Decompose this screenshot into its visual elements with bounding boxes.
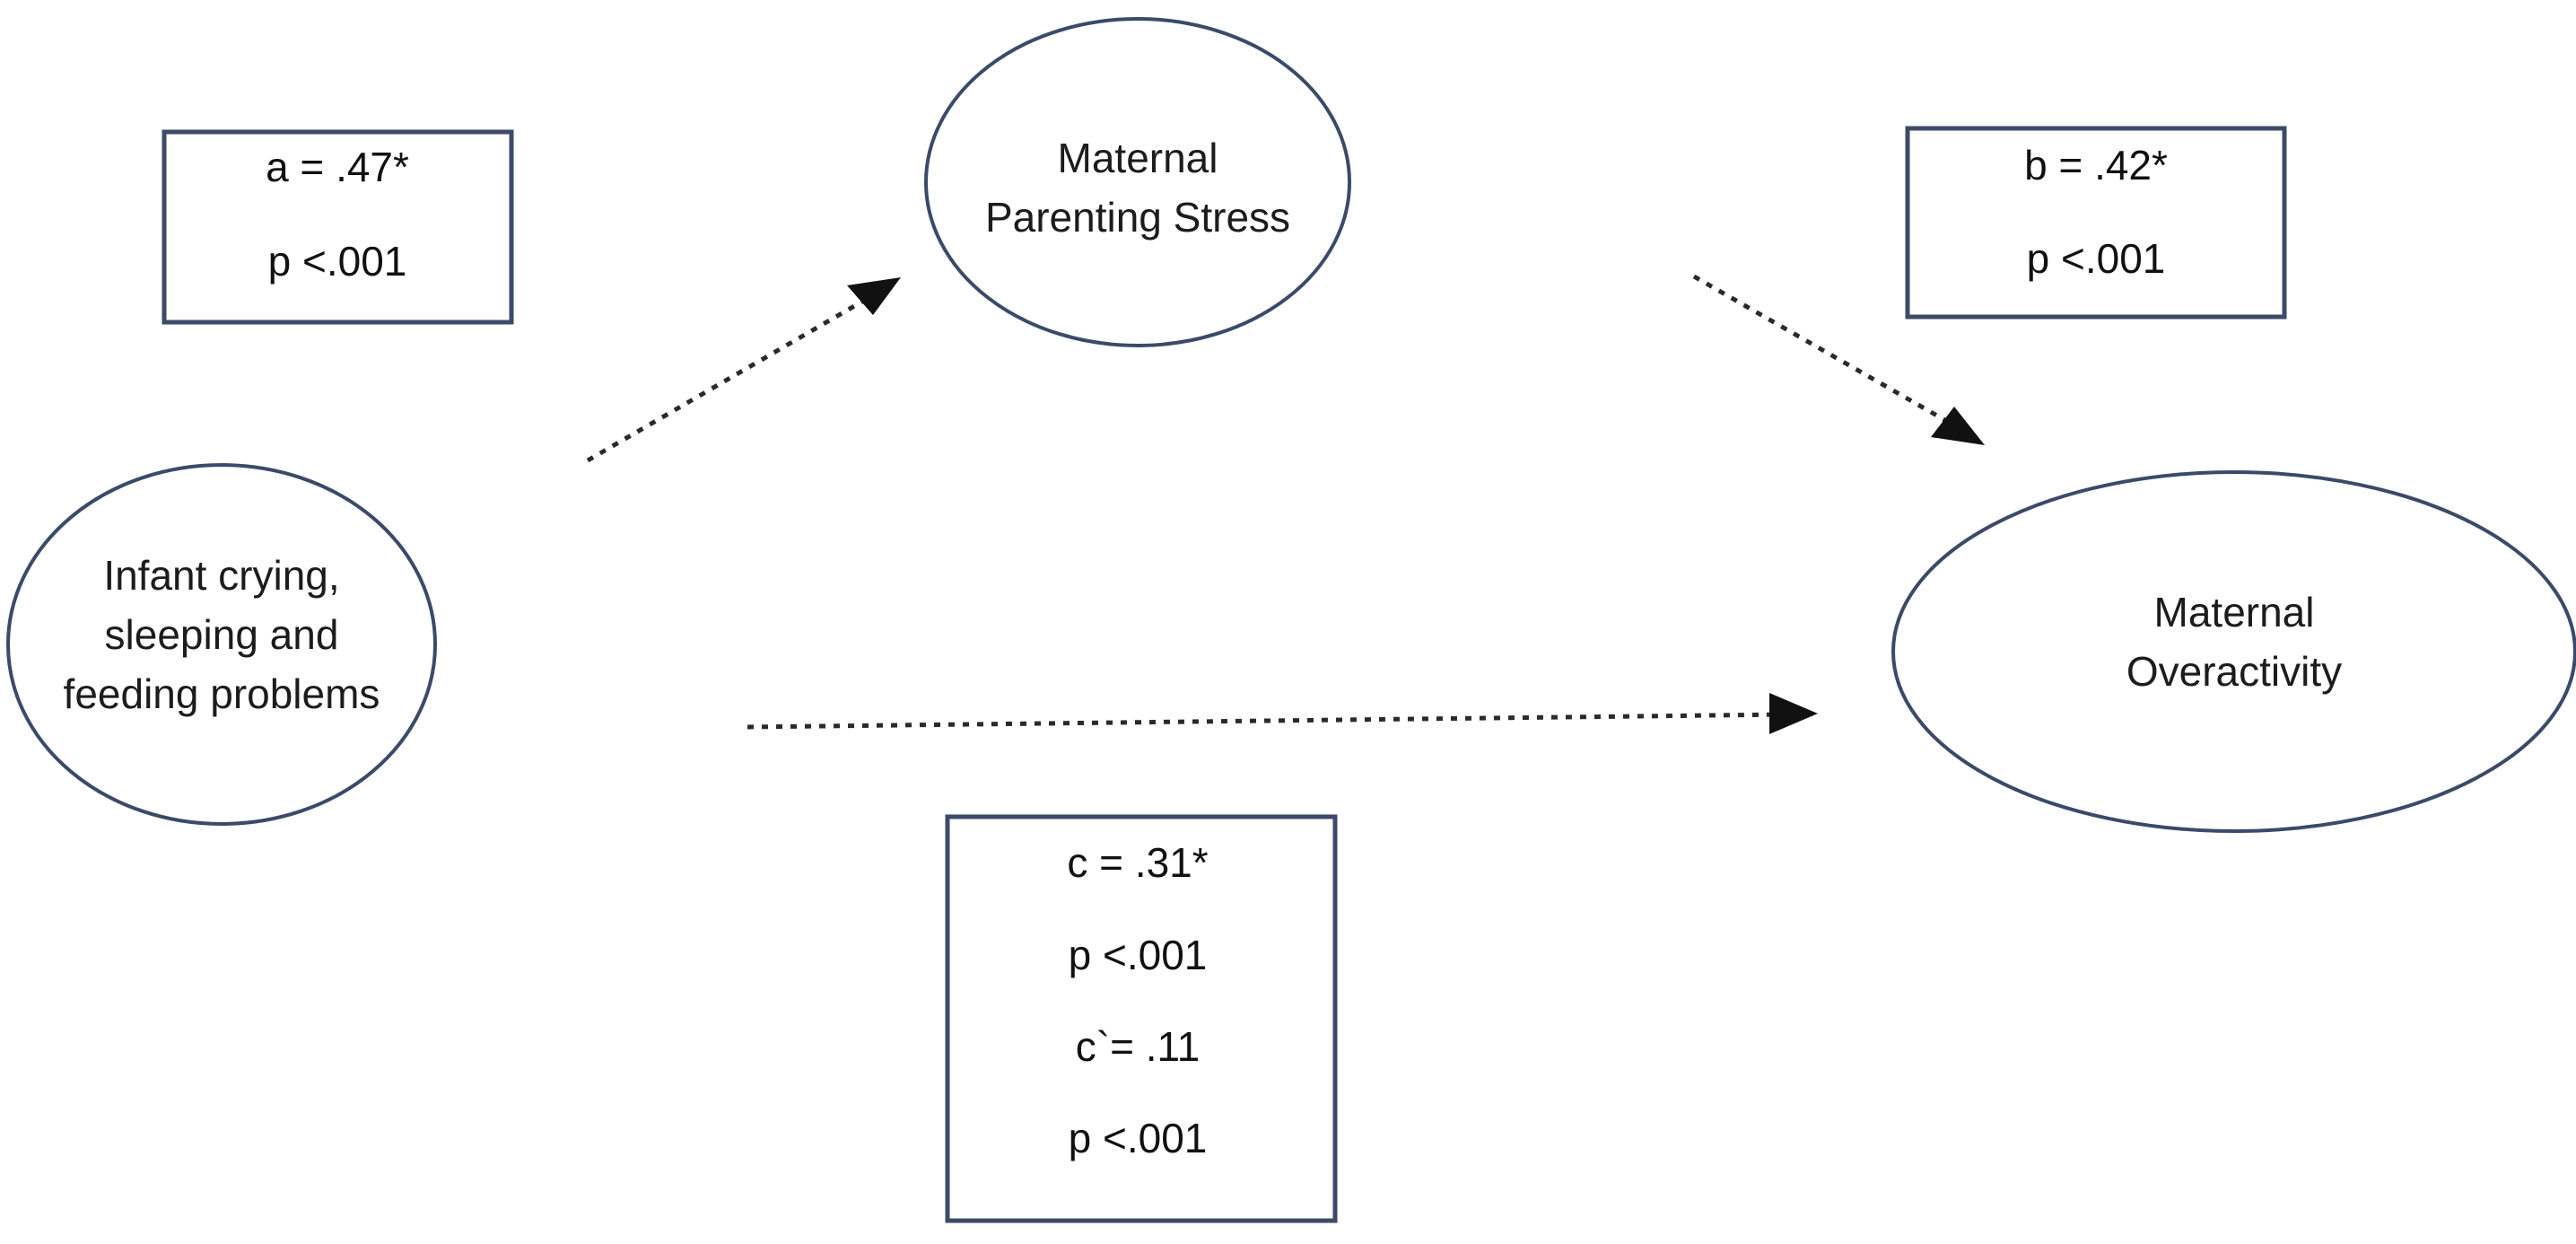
stat-box-path-b[interactable]: b = .42* p <.001 xyxy=(1905,126,2287,320)
stat-box-path-c-line-4: p <.001 xyxy=(1069,1115,1208,1161)
stat-box-path-b-frame xyxy=(1905,126,2287,320)
stat-box-path-a[interactable]: a = .47* p <.001 xyxy=(162,129,514,325)
stat-box-path-a-line-2: p <.001 xyxy=(268,238,407,285)
arrow-c-line xyxy=(747,712,1788,730)
node-mediator[interactable]: Maternal Parenting Stress xyxy=(924,17,1351,347)
node-predictor-line-1: Infant crying, xyxy=(103,552,339,599)
node-outcome-line-2: Overactivity xyxy=(2126,648,2342,695)
node-predictor-line-2: sleeping and xyxy=(105,611,339,658)
stat-box-path-a-frame xyxy=(162,129,514,325)
stat-box-path-b-line-1: b = .42* xyxy=(2024,142,2168,188)
node-predictor-shape xyxy=(6,463,437,826)
node-mediator-shape xyxy=(924,17,1351,347)
node-mediator-line-2: Parenting Stress xyxy=(985,194,1290,241)
stat-box-path-a-line-1: a = .47* xyxy=(266,144,409,190)
node-outcome[interactable]: Maternal Overactivity xyxy=(1891,470,2576,833)
stat-box-path-c-line-1: c = .31* xyxy=(1067,839,1208,886)
node-outcome-line-1: Maternal xyxy=(2154,589,2315,635)
stat-box-path-c[interactable]: c = .31* p <.001 c`= .11 p <.001 xyxy=(945,814,1338,1223)
arrow-a-head-icon xyxy=(847,277,901,315)
arrow-c-head-icon xyxy=(1769,693,1818,734)
arrow-b-head-icon xyxy=(1931,407,1985,445)
arrow-b xyxy=(1692,274,1985,445)
arrow-a xyxy=(586,277,901,463)
stat-box-path-b-line-2: p <.001 xyxy=(2027,235,2166,282)
stat-box-path-c-frame xyxy=(945,814,1338,1223)
stat-box-path-c-line-2: p <.001 xyxy=(1069,932,1208,978)
node-predictor[interactable]: Infant crying, sleeping and feeding prob… xyxy=(6,463,437,826)
stat-box-path-c-line-3: c`= .11 xyxy=(1076,1023,1201,1070)
arrow-a-line xyxy=(586,286,886,463)
node-predictor-line-3: feeding problems xyxy=(64,670,380,717)
node-mediator-line-1: Maternal xyxy=(1058,135,1218,181)
node-outcome-shape xyxy=(1891,470,2576,833)
arrow-c xyxy=(747,693,1818,734)
